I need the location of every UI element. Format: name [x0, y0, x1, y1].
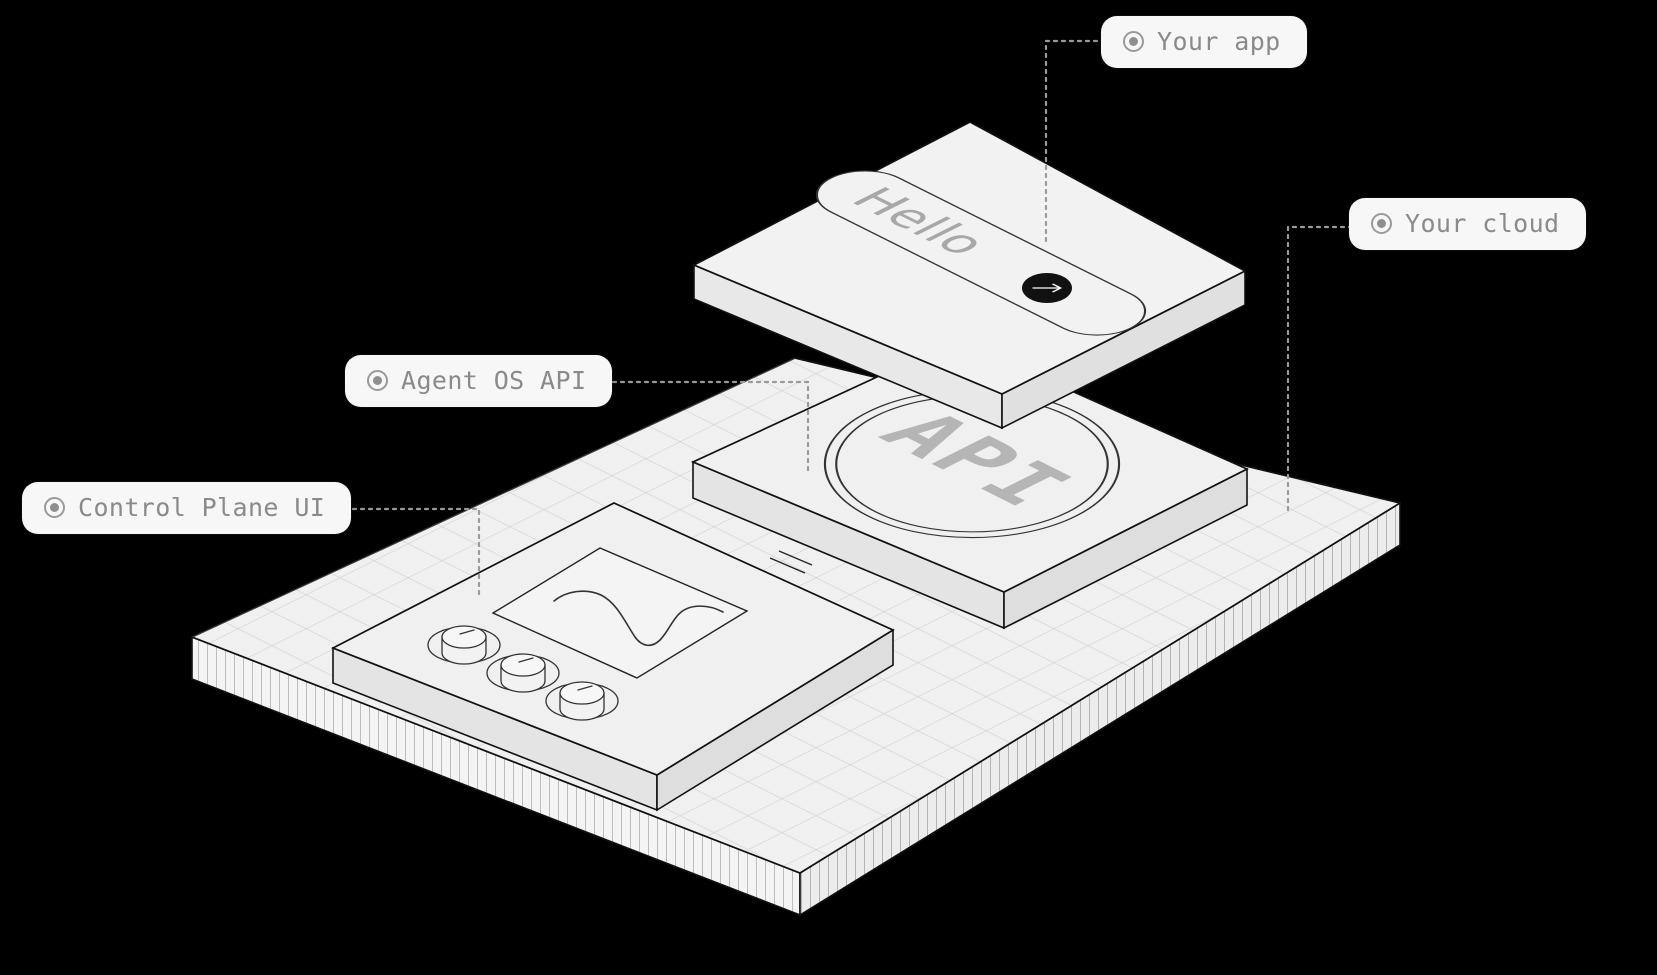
- platform-seam: [769, 550, 813, 574]
- leader-your-app: [1044, 39, 1107, 245]
- callout-agent-os-api[interactable]: Agent OS API: [345, 355, 613, 407]
- api-disc: [823, 389, 1121, 539]
- radio-filled-icon: [367, 370, 388, 391]
- callout-agent-os-api-label: Agent OS API: [401, 366, 587, 395]
- base-platform-grid-overlay: [192, 358, 796, 638]
- radio-filled-icon: [1123, 31, 1144, 52]
- app-card[interactable]: Hello: [691, 121, 1247, 430]
- callout-your-cloud-label: Your cloud: [1405, 209, 1560, 238]
- callout-your-app-label: Your app: [1157, 27, 1281, 56]
- control-panel-knob-3[interactable]: [545, 681, 619, 721]
- radio-filled-icon: [44, 497, 65, 518]
- callout-control-plane-ui[interactable]: Control Plane UI: [22, 482, 352, 534]
- api-slab[interactable]: API: [690, 339, 1249, 630]
- control-panel-waveform: [553, 590, 724, 647]
- callout-your-app[interactable]: Your app: [1101, 16, 1307, 68]
- leader-lines: [295, 39, 1354, 599]
- arrow-up-right-icon: [1032, 283, 1062, 293]
- leader-your-cloud: [1286, 225, 1354, 512]
- callout-your-cloud[interactable]: Your cloud: [1349, 198, 1586, 250]
- app-send-button[interactable]: [1022, 273, 1072, 303]
- control-panel-knob-2[interactable]: [486, 653, 560, 693]
- api-slab-top: [690, 339, 1249, 593]
- radio-filled-icon: [1371, 213, 1392, 234]
- control-plane-panel[interactable]: [330, 502, 895, 812]
- leader-control-plane-ui: [295, 507, 481, 599]
- callout-control-plane-ui-label: Control Plane UI: [78, 493, 326, 522]
- control-panel-knob-1[interactable]: [427, 625, 501, 665]
- leader-agent-os-api: [563, 380, 810, 472]
